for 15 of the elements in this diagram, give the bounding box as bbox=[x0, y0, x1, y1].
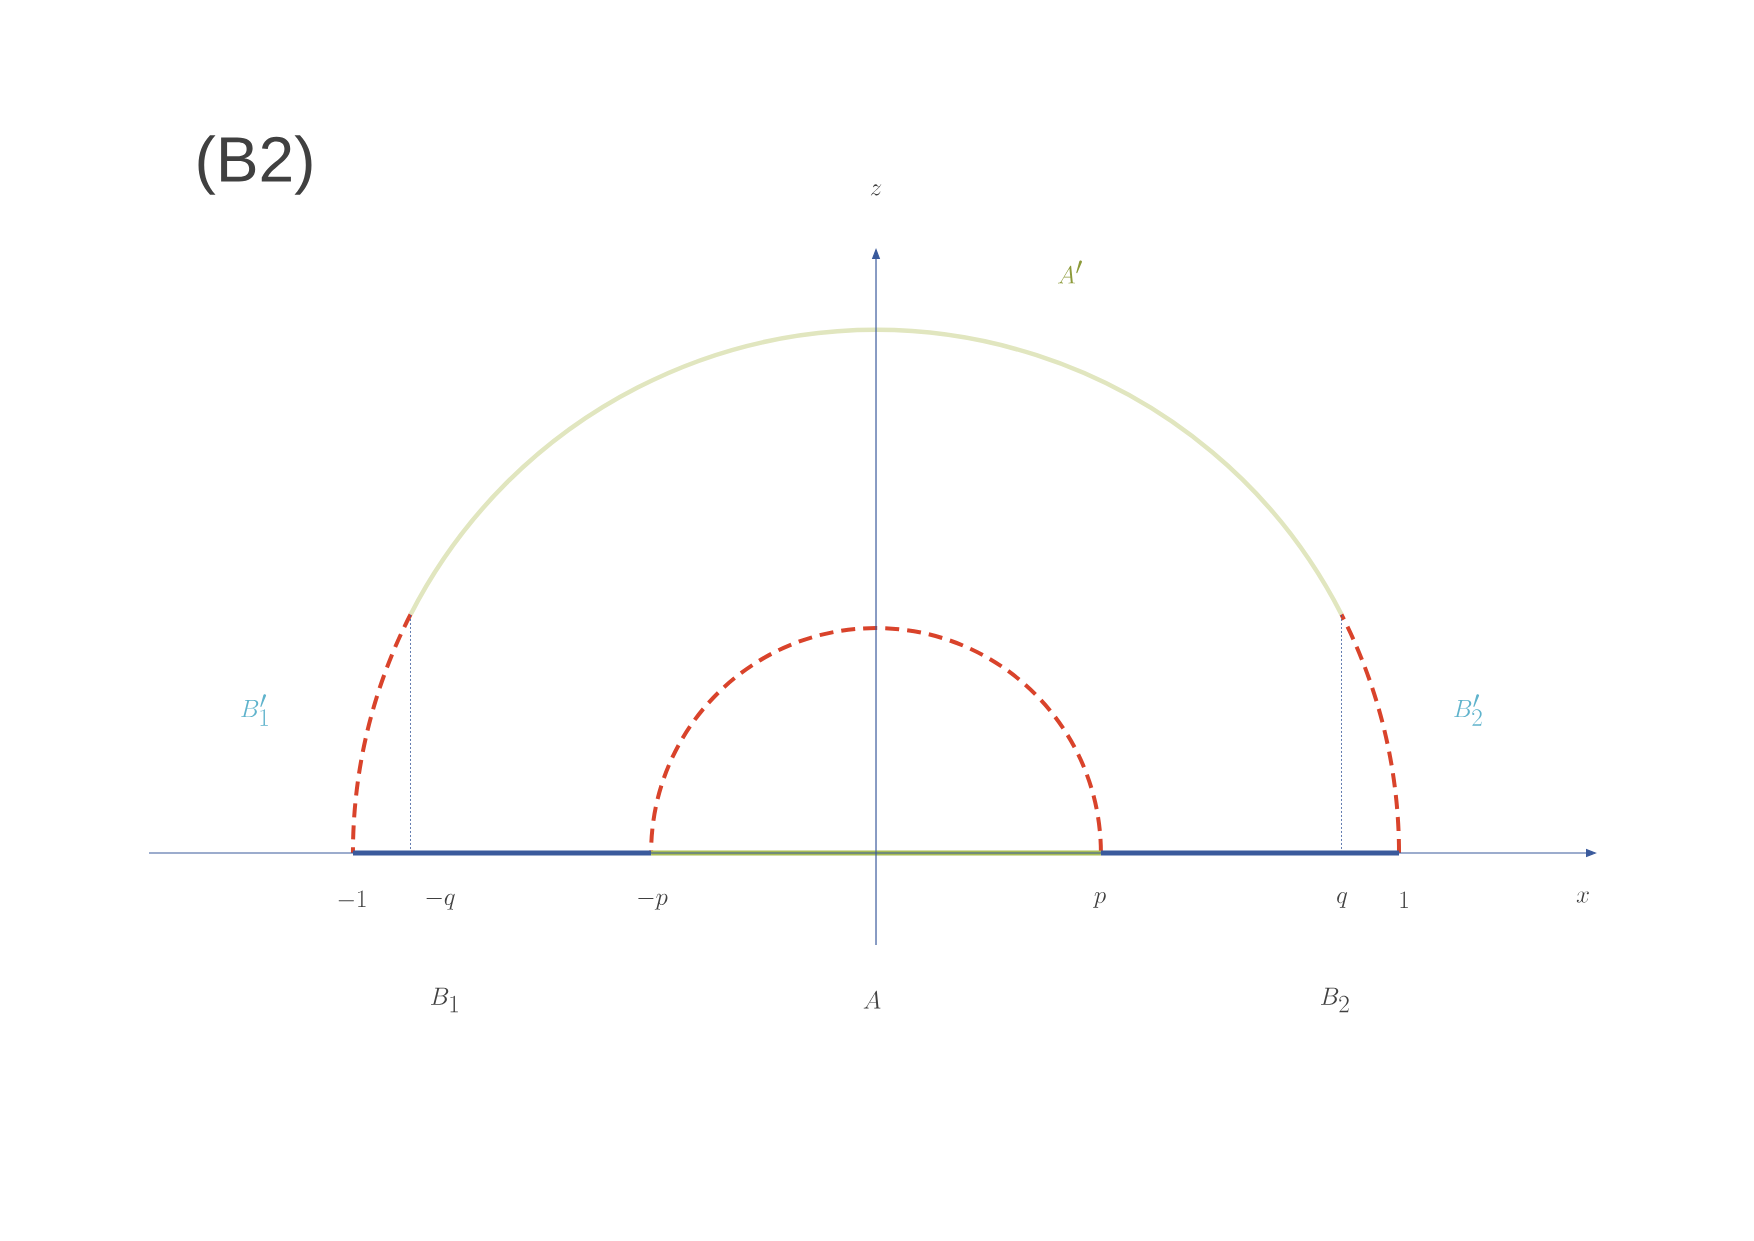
math-label: $B_2$ bbox=[1321, 987, 1349, 1013]
math-label: $-p$ bbox=[638, 893, 668, 910]
math-label: $q$ bbox=[1337, 891, 1348, 908]
math-label: $A$ bbox=[863, 990, 881, 1009]
math-label: $p$ bbox=[1093, 891, 1106, 908]
math-label: $z$ bbox=[870, 184, 882, 196]
math-label: $B_1$ bbox=[431, 987, 458, 1013]
math-label: $B'_1$ bbox=[241, 694, 268, 726]
math-label: $A'$ bbox=[1058, 260, 1082, 284]
math-label: $-q$ bbox=[426, 893, 455, 910]
panel-label: (B2) bbox=[198, 135, 312, 195]
math-label: $1$ bbox=[1400, 891, 1408, 908]
math-label: $B'_2$ bbox=[1454, 694, 1482, 726]
math-label: $x$ bbox=[1576, 891, 1589, 903]
math-label: $-1$ bbox=[338, 890, 366, 907]
